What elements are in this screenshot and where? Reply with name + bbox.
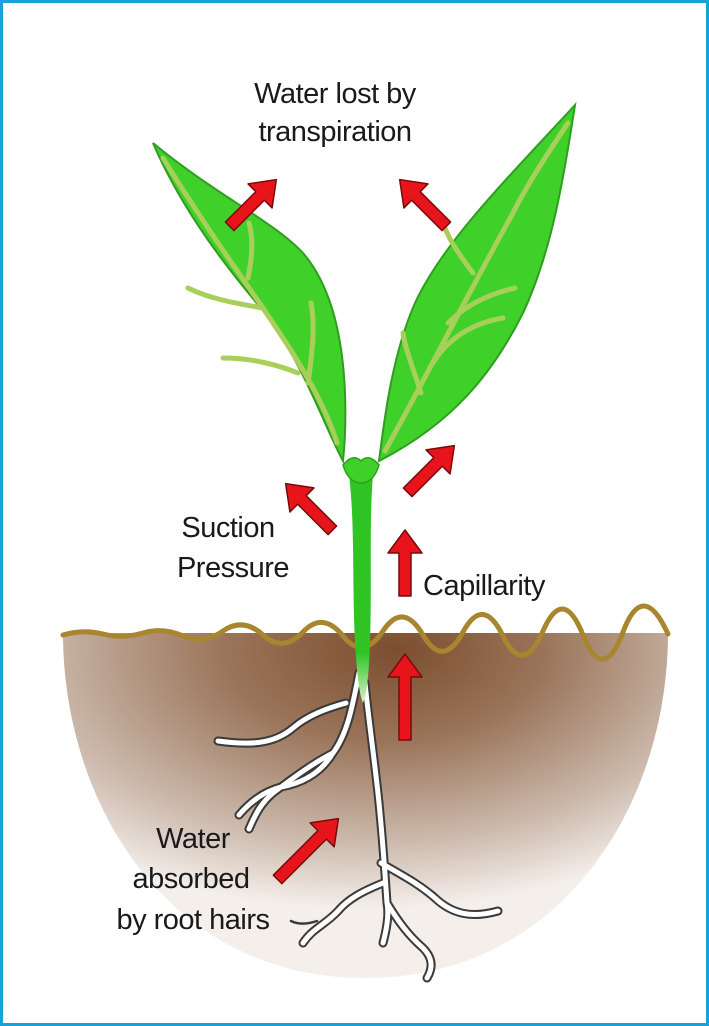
label-absorbed-line1: Water	[156, 823, 231, 855]
transpiration-diagram: Water lost by transpiration Suction Pres…	[3, 3, 706, 1023]
left-leaf	[153, 143, 345, 461]
suction-arrow-left	[274, 472, 345, 543]
label-transpiration-line2: transpiration	[258, 116, 411, 148]
label-transpiration-line1: Water lost by	[254, 78, 417, 110]
label-capillarity: Capillarity	[423, 570, 546, 602]
capillarity-arrow	[388, 530, 422, 596]
transpiration-arrow-right	[388, 168, 459, 239]
label-absorbed-line3: by root hairs	[116, 904, 269, 936]
label-suction-line2: Pressure	[177, 552, 289, 584]
right-leaf	[379, 105, 575, 461]
label-absorbed-line2: absorbed	[133, 863, 250, 895]
label-suction-line1: Suction	[181, 512, 274, 544]
